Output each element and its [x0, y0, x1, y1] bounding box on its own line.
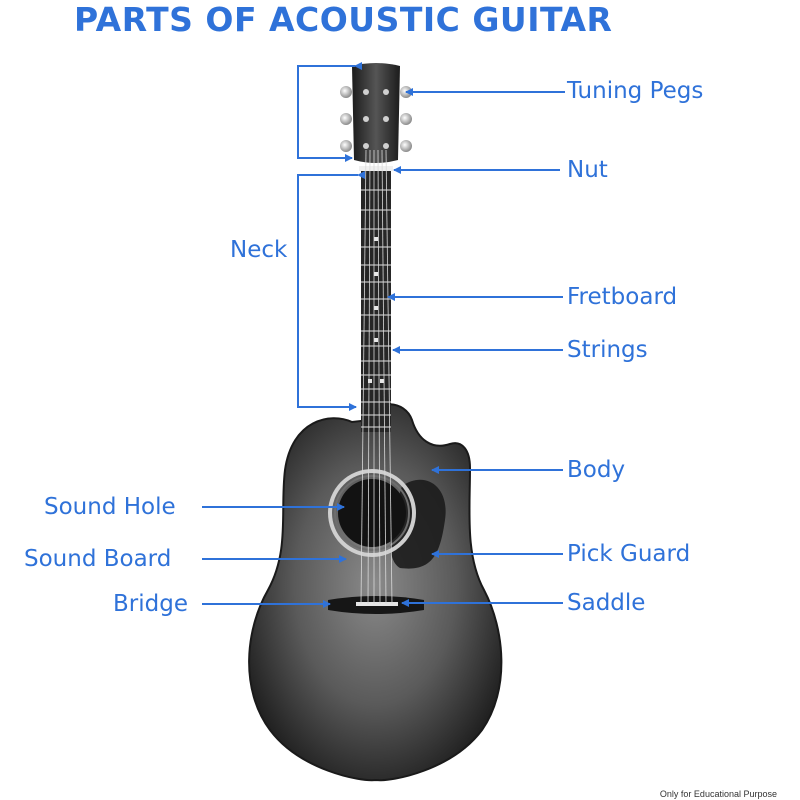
guitar [248, 63, 503, 782]
label-nut: Nut [567, 157, 608, 183]
label-pick-guard: Pick Guard [567, 541, 691, 567]
pick-guard [390, 479, 446, 569]
footer-note: Only for Educational Purpose [659, 789, 777, 799]
label-tuning-pegs: Tuning Pegs [567, 78, 704, 104]
label-bridge: Bridge [113, 591, 188, 617]
headstock [352, 63, 400, 163]
annotation-lines [202, 62, 565, 608]
sound-hole-rosette [334, 475, 410, 551]
fret-markers [368, 237, 384, 383]
saddle [356, 602, 398, 606]
label-strings: Strings [567, 337, 648, 363]
diagram-title: PARTS OF ACOUSTIC GUITAR [74, 0, 613, 39]
label-saddle: Saddle [567, 590, 646, 616]
sound-hole [338, 479, 406, 547]
nut [359, 166, 393, 171]
guitar-body [248, 403, 503, 782]
label-sound-hole: Sound Hole [44, 494, 176, 520]
label-sound-board: Sound Board [24, 546, 172, 572]
neck-bracket [297, 171, 365, 411]
strings [360, 149, 393, 605]
frets [361, 189, 391, 428]
sound-hole-rosette [328, 469, 416, 557]
fretboard [361, 170, 391, 432]
label-body: Body [567, 457, 626, 483]
headstock-bracket [297, 62, 362, 162]
label-fretboard: Fretboard [567, 284, 678, 310]
label-neck: Neck [230, 237, 288, 263]
